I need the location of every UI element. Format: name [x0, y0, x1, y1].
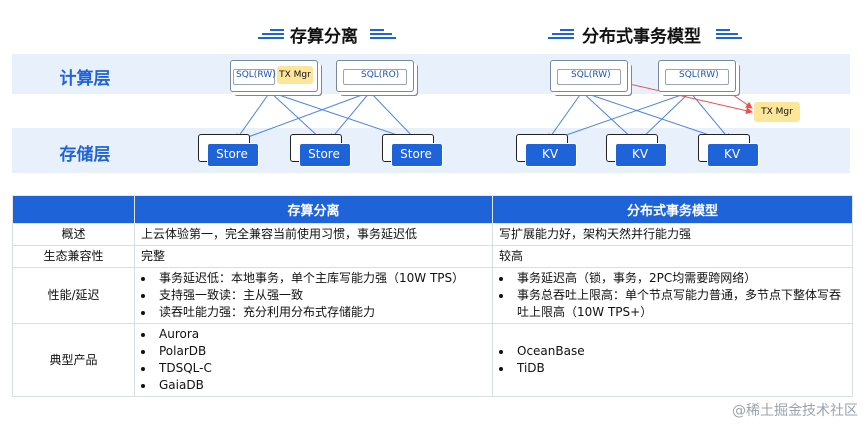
store-label: Store	[308, 147, 340, 161]
sql-rw-box	[233, 69, 275, 85]
left-heading-deco-right	[370, 27, 396, 41]
cell-right: 写扩展能力好，架构天然并行能力强	[492, 223, 853, 246]
kv-label: KV	[723, 147, 741, 161]
list-item: Aurora	[155, 326, 486, 343]
connection-arrows	[235, 79, 753, 142]
right-tx-mgr: TX Mgr	[754, 102, 800, 122]
sql-rw-box	[665, 69, 729, 85]
left-tx-mgr: TX Mgr	[277, 66, 313, 84]
kv-label: KV	[541, 147, 559, 161]
kv-node: KV	[516, 134, 577, 167]
architecture-diagram: 计算层 存储层 存算分离 分布式事务模型	[0, 0, 866, 190]
cell-left: 上云体验第一，完全兼容当前使用习惯，事务延迟低	[134, 223, 493, 246]
header-empty	[12, 195, 135, 224]
list-item: 读吞吐能力强：充分利用分布式存储能力	[155, 304, 486, 321]
row-label: 概述	[12, 223, 135, 246]
sql-ro-label: SQL(RO)	[361, 70, 400, 80]
kv-node: KV	[698, 134, 759, 167]
list-item: TiDB	[513, 360, 846, 377]
watermark: @稀土掘金技术社区	[732, 403, 858, 419]
store-node: Store	[198, 134, 259, 167]
right-heading-deco	[548, 27, 574, 41]
left-section-title: 存算分离	[290, 27, 358, 47]
row-label: 典型产品	[12, 323, 135, 397]
cell-left: 完整	[134, 245, 493, 268]
sql-ro-node: SQL(RO)	[336, 60, 414, 92]
list-item: PolarDB	[155, 343, 486, 360]
cell-right: 较高	[492, 245, 853, 268]
sql-rw-box	[557, 69, 621, 85]
list-item: 支持强一致读：主从强一致	[155, 287, 486, 304]
cell-right: 事务延迟高（锁，事务，2PC均需要跨网络） 事务总吞吐上限高：单个节点写能力普通…	[492, 267, 853, 324]
kv-node: KV	[606, 134, 667, 167]
store-node: Store	[382, 134, 443, 167]
storage-layer-label: 存储层	[59, 145, 111, 165]
kv-label: KV	[631, 147, 649, 161]
sql-rw-node: SQL(RW)	[550, 60, 628, 92]
sql-rw-label: SQL(RW)	[571, 70, 611, 80]
header-left: 存算分离	[134, 195, 493, 224]
list-item: 事务总吞吐上限高：单个节点写能力普通，多节点下整体写吞吐上限高（10W TPS+…	[513, 287, 846, 321]
cell-left: 事务延迟低：本地事务，单个主库写能力强（10W TPS） 支持强一致读：主从强一…	[134, 267, 493, 324]
sql-rw-node: SQL(RW)	[658, 60, 736, 92]
sql-ro-box	[343, 69, 407, 85]
header-right: 分布式事务模型	[492, 195, 853, 224]
list-item: 事务延迟低：本地事务，单个主库写能力强（10W TPS）	[155, 270, 486, 287]
compute-layer-label: 计算层	[59, 69, 111, 89]
sql-rw-node: SQL(RW) TX Mgr	[230, 60, 318, 92]
list-item: OceanBase	[513, 343, 846, 360]
row-label: 生态兼容性	[12, 245, 135, 268]
table-header-row: 存算分离 分布式事务模型	[12, 195, 853, 224]
store-node: Store	[290, 134, 351, 167]
sql-rw-label: SQL(RW)	[236, 70, 276, 80]
right-heading-deco-right	[716, 27, 742, 41]
right-section-title: 分布式事务模型	[582, 27, 701, 47]
sql-rw-label: SQL(RW)	[679, 70, 719, 80]
cell-right: OceanBase TiDB	[492, 323, 853, 397]
table-row: 概述 上云体验第一，完全兼容当前使用习惯，事务延迟低 写扩展能力好，架构天然并行…	[12, 223, 853, 246]
table-row: 典型产品 Aurora PolarDB TDSQL-C GaiaDB Ocean…	[12, 323, 853, 397]
store-label: Store	[216, 147, 248, 161]
comparison-table: 存算分离 分布式事务模型 概述 上云体验第一，完全兼容当前使用习惯，事务延迟低 …	[12, 195, 853, 397]
list-item: TDSQL-C	[155, 360, 486, 377]
list-item: 事务延迟高（锁，事务，2PC均需要跨网络）	[513, 270, 846, 287]
list-item: GaiaDB	[155, 377, 486, 394]
store-label: Store	[400, 147, 432, 161]
row-label: 性能/延迟	[12, 267, 135, 324]
table-row: 性能/延迟 事务延迟低：本地事务，单个主库写能力强（10W TPS） 支持强一致…	[12, 267, 853, 324]
left-heading-deco	[258, 27, 284, 41]
cell-left: Aurora PolarDB TDSQL-C GaiaDB	[134, 323, 493, 397]
table-row: 生态兼容性 完整 较高	[12, 245, 853, 268]
